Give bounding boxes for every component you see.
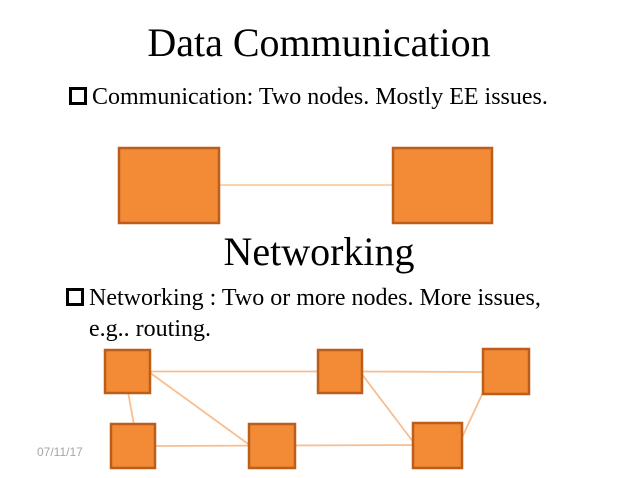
network-edge-line [127, 391, 135, 426]
bullet-text-block: Networking : Two or more nodes. More iss… [89, 283, 541, 345]
network-edge-line [359, 370, 485, 373]
slide-title: Data Communication [147, 20, 491, 65]
comm-node [117, 146, 221, 225]
network-edge-line [360, 372, 415, 444]
bullet-item-communication: Communication: Two nodes. Mostly EE issu… [69, 82, 548, 113]
slide-date: 07/11/17 [37, 445, 83, 459]
network-node [109, 422, 157, 470]
network-node [247, 422, 297, 470]
bullet-text: Communication: Two nodes. Mostly EE issu… [92, 84, 548, 110]
square-bullet-icon [69, 87, 87, 105]
bullet-text-block: Communication: Two nodes. Mostly EE issu… [92, 82, 548, 113]
bullet-text-line2: e.g.. routing. [89, 316, 211, 342]
network-edge-line [458, 385, 487, 445]
bullet-text-line1: Networking : Two or more nodes. More iss… [89, 285, 541, 311]
bullet-item-networking: Networking : Two or more nodes. More iss… [66, 283, 541, 345]
network-edge-line [148, 371, 252, 447]
network-node [481, 347, 531, 396]
network-node [103, 348, 152, 395]
section-title-networking: Networking [223, 229, 415, 274]
network-node [316, 348, 364, 395]
network-node [411, 421, 464, 470]
comm-node [391, 146, 494, 225]
square-bullet-icon [66, 288, 84, 306]
